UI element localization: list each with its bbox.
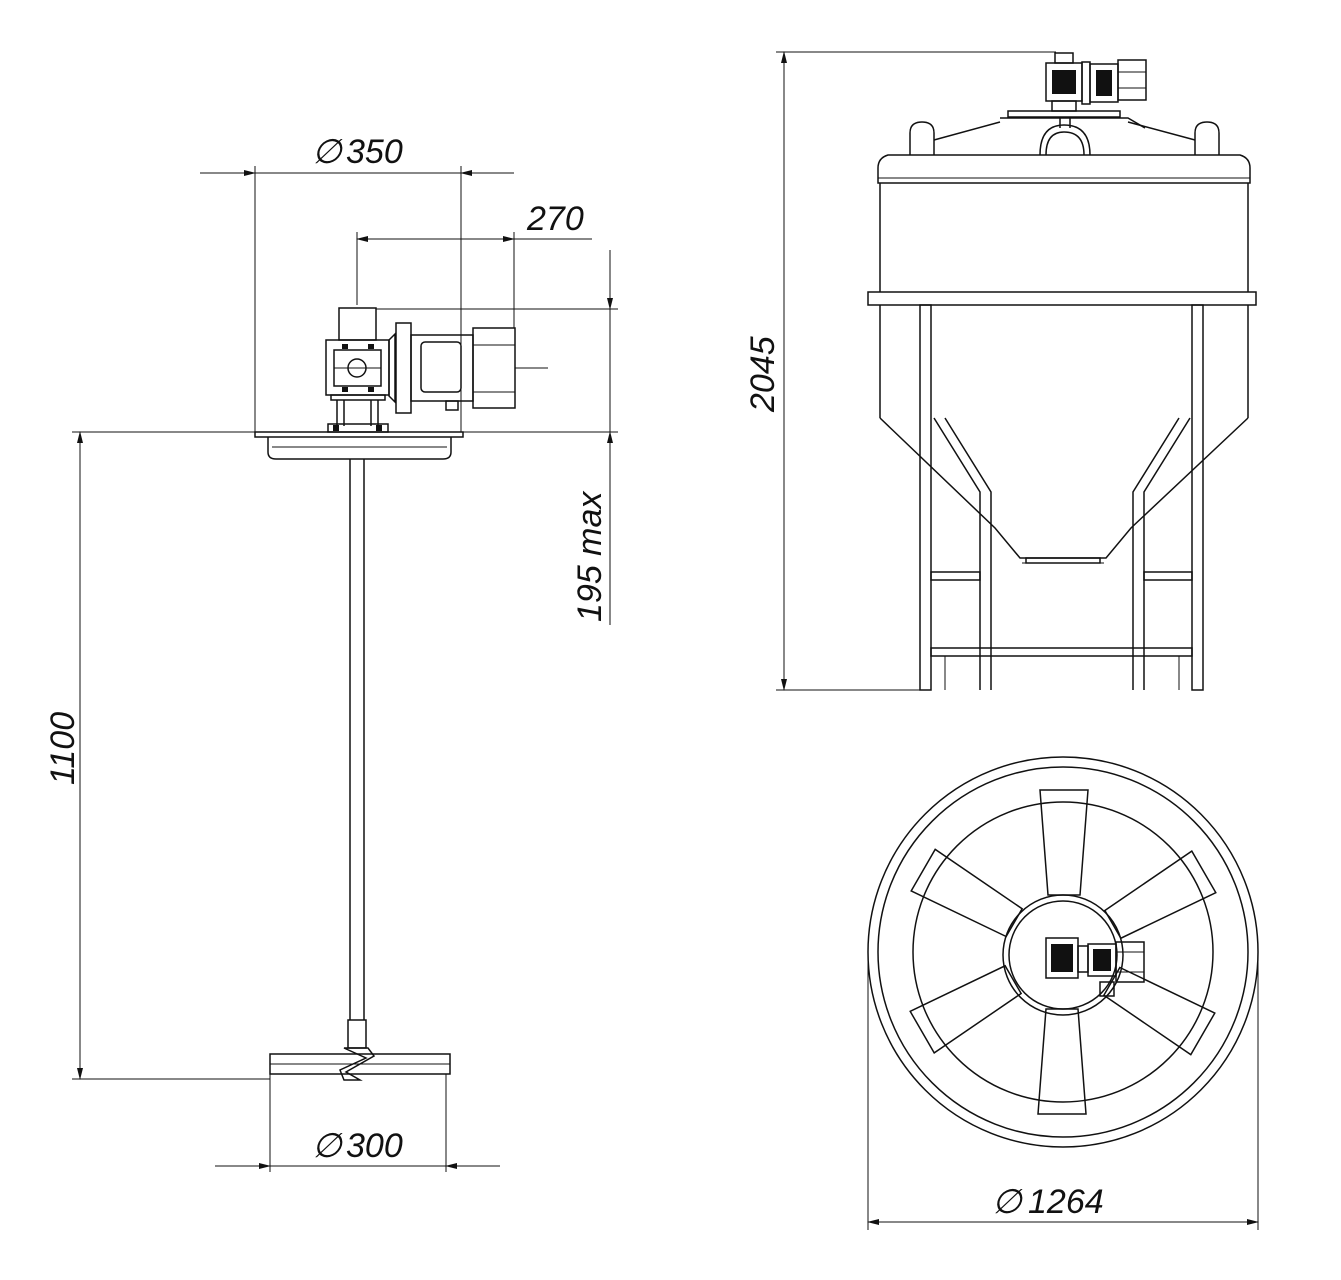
tank-top-drive xyxy=(1007,52,1147,128)
top-view-drive xyxy=(1045,937,1145,997)
tank-lid xyxy=(877,117,1251,184)
diameter-symbol: ∅ xyxy=(312,1127,343,1165)
diameter-symbol: ∅ xyxy=(992,1183,1023,1221)
dimension-tank-diameter: ∅ 1264 xyxy=(867,952,1259,1230)
mixer-shaft xyxy=(347,459,367,1049)
plate-diameter-label: 350 xyxy=(346,133,403,171)
gearbox xyxy=(325,307,390,433)
tank-body xyxy=(879,183,1249,564)
dimension-impeller-diameter: ∅ 300 xyxy=(215,1074,500,1172)
dimension-tank-height: 2045 xyxy=(744,51,1056,691)
tank-side-view: 2045 xyxy=(744,51,1257,691)
dimension-mount-height: 195 max xyxy=(376,250,618,625)
support-ring xyxy=(867,291,1257,306)
tank-top-view: ∅ 1264 xyxy=(867,756,1259,1230)
diameter-symbol: ∅ xyxy=(312,133,343,171)
impeller-diameter-label: 300 xyxy=(346,1127,403,1165)
motor-offset-label: 270 xyxy=(526,200,584,238)
mixer-side-view: ∅ 350 270 195 max xyxy=(44,133,618,1172)
dimension-plate-diameter: ∅ 350 xyxy=(200,133,514,432)
dimension-motor-offset: 270 xyxy=(356,200,592,328)
tank-height-label: 2045 xyxy=(744,336,782,413)
dimension-shaft-length: 1100 xyxy=(44,431,270,1080)
mounting-plate xyxy=(254,431,464,460)
impeller xyxy=(269,1047,451,1081)
electric-motor xyxy=(388,322,548,414)
mount-height-label: 195 max xyxy=(571,491,609,622)
support-frame xyxy=(919,304,1204,691)
tank-diameter-label: 1264 xyxy=(1028,1183,1104,1221)
shaft-length-label: 1100 xyxy=(44,712,82,785)
